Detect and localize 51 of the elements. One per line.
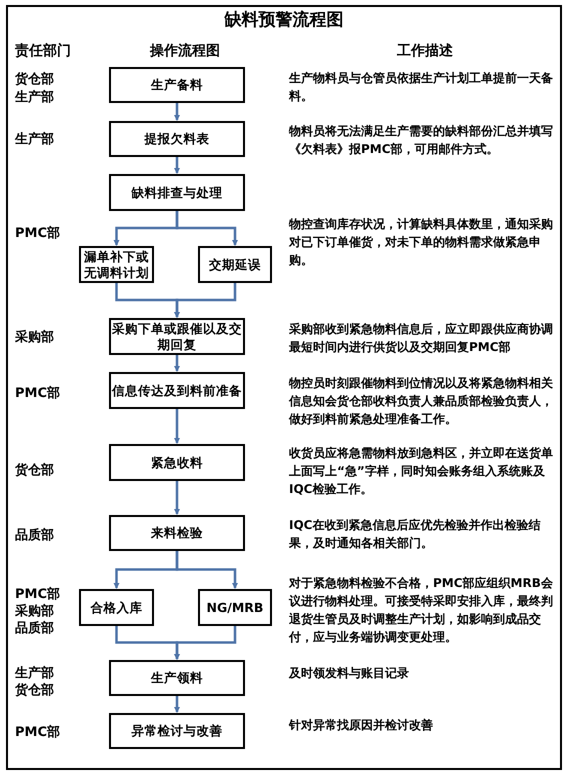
department-label: 生产部 [15,130,55,149]
process-box: NG/MRB [198,589,272,626]
work-description: IQC在收到紧急信息后应优先检验并作出检验结果，及时通知各相关部门。 [289,517,542,552]
work-description: 物控员时刻跟催物料到位情况以及将紧急物料相关信息知会货仓部收料负责人兼品质部检验负责人，做好到料前紧急处理准备工作。 [289,375,554,428]
work-description: 物料员将无法满足生产需要的缺料部份汇总并填写《欠料表》报PMC部，可用邮件方式。 [289,123,554,158]
process-box: 紧急收料 [109,444,245,481]
department-label: 生产部 [15,664,55,682]
process-box: 漏单补下或无调料计划 [79,246,154,283]
column-header: 责任部门 [14,42,72,61]
flow-arrow [174,481,180,515]
flow-arrow [174,696,180,713]
work-description: 采购部收到紧急物料信息后，应立即跟供应商协调最短时间内进行供货以及交期回复PMC部 [289,321,554,356]
department-label: PMC部 [15,384,62,403]
column-header: 操作流程图 [148,42,221,61]
work-description: 及时领发料与账目记录 [289,665,410,682]
work-description: 针对异常找原因并检讨改善 [289,717,434,734]
department-label: PMC部 [15,586,62,604]
department-label: 货仓部 [15,462,55,480]
column-header: 工作描述 [396,42,454,61]
work-description: 收货员应将急需物料放到急料区，并立即在送货单上面写上“急”字样，同时知会账务组入系统账及IQC检验工作。 [289,445,554,498]
department-label: 采购部 [15,602,55,620]
department-label: 品质部 [15,526,55,545]
work-description: 物控查询库存状况，计算缺料具体数里，通知采购对已下订单催货，对未下单的物料需求做紧急申购。 [289,216,554,269]
process-box: 缺料排查与处理 [109,174,245,211]
process-box: 生产备料 [109,67,245,103]
work-description: 对于紧急物料检验不合格，PMC部应组织MRB会议进行物料处理。可接受特采即安排入库，最终判退货生管员及时调整生产计划，如影响到成品交付，应与业务端协调变更处理。 [289,575,554,646]
process-box: 采购下单或跟催以及交期回复 [109,318,245,355]
flow-arrow [174,409,180,444]
process-box: 信息传达及到料前准备 [109,372,245,409]
process-box: 来料检验 [109,515,245,551]
department-label: PMC部 [15,224,62,243]
flow-arrow [174,626,236,660]
flow-arrow [176,211,238,246]
department-label: 采购部 [15,328,55,347]
process-box: 提报欠料表 [109,121,245,157]
department-label: 货仓部 [15,70,55,89]
process-box: 生产领料 [109,660,245,696]
department-label: 货仓部 [15,682,55,700]
work-description: 生产物料员与仓管员依据生产计划工单提前一天备料。 [289,70,554,105]
department-label: 生产部 [15,88,55,107]
flow-arrow [174,103,180,121]
diagram-title: 缺料预警流程图 [223,9,344,32]
flow-arrow [176,551,238,589]
flow-arrow [174,355,180,372]
flow-arrow [174,157,180,174]
process-box: 交期延误 [198,246,272,283]
department-label: PMC部 [15,724,62,742]
process-box: 合格入库 [79,589,154,626]
flow-arrow [174,283,236,318]
department-label: 品质部 [15,620,55,638]
process-box: 异常检讨与改善 [109,713,245,749]
